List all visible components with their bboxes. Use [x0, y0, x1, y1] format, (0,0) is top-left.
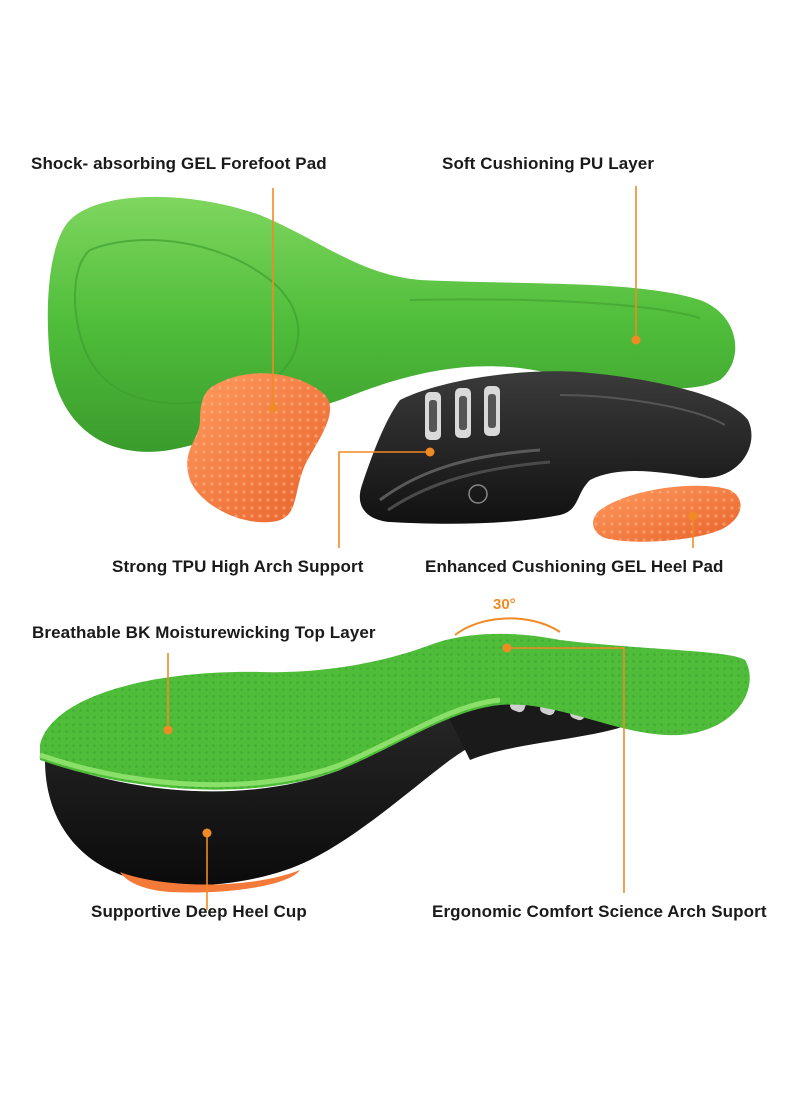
- label-top-layer: Breathable BK Moisturewicking Top Layer: [32, 623, 376, 642]
- angle-arc: [454, 617, 561, 636]
- brand-emblem-icon: [468, 484, 488, 504]
- label-tpu-arch-support: Strong TPU High Arch Support: [112, 557, 364, 576]
- label-gel-forefoot-pad: Shock- absorbing GEL Forefoot Pad: [31, 154, 327, 173]
- label-arch-suport: Ergonomic Comfort Science Arch Suport: [432, 902, 767, 921]
- insole-black-base: [45, 687, 640, 886]
- callout-dots: [163, 335, 698, 838]
- arch-ribs: [425, 386, 500, 440]
- label-heel-cup: Supportive Deep Heel Cup: [91, 902, 307, 921]
- heel-gel-base: [120, 870, 300, 893]
- label-pu-layer: Soft Cushioning PU Layer: [442, 154, 655, 173]
- label-gel-heel-pad: Enhanced Cushioning GEL Heel Pad: [425, 557, 724, 576]
- callout-lines: [167, 186, 694, 910]
- label-arch-angle: 30°: [493, 596, 516, 613]
- insole-heel-outline: [409, 298, 701, 319]
